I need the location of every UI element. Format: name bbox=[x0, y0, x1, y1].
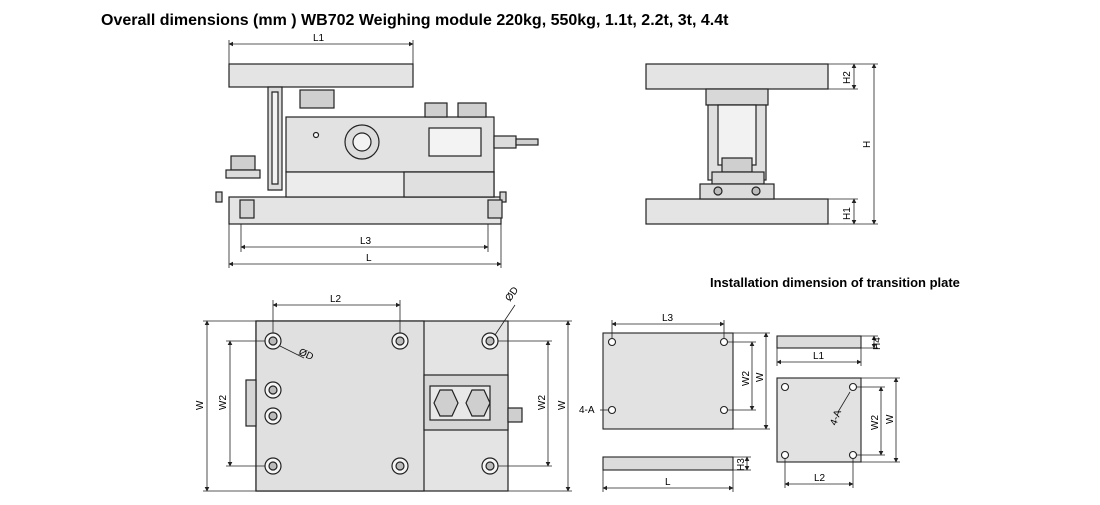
front-dimensions bbox=[228, 40, 502, 268]
mounting-holes bbox=[264, 332, 499, 475]
transition-plate-small-dimensions bbox=[776, 335, 900, 488]
transition-plate-small bbox=[776, 335, 862, 463]
transition-plate-main bbox=[602, 332, 734, 471]
dim-label-W2-plate: W2 bbox=[741, 371, 752, 386]
side-top-plate bbox=[645, 63, 829, 90]
dim-label-W-plate: W bbox=[755, 372, 766, 382]
dim-label-W-left: W bbox=[195, 400, 206, 410]
dim-label-L3: L3 bbox=[360, 236, 372, 247]
dim-label-L3-plate: L3 bbox=[662, 313, 674, 324]
dim-label-W-small: W bbox=[885, 414, 896, 424]
small-plate-top bbox=[776, 377, 862, 463]
dim-label-L: L bbox=[366, 253, 372, 264]
dim-label-L-plate: L bbox=[665, 477, 671, 488]
front-top-plate bbox=[228, 63, 414, 88]
dim-label-H2: H2 bbox=[842, 71, 853, 84]
dim-label-L1: L1 bbox=[313, 33, 325, 44]
dim-label-L2-top: L2 bbox=[330, 294, 342, 305]
dim-label-H4: H4 bbox=[872, 337, 883, 350]
transition-plate-heading: Installation dimension of transition pla… bbox=[710, 275, 960, 290]
front-view bbox=[215, 63, 539, 225]
top-view bbox=[245, 320, 523, 492]
front-base-plate bbox=[228, 196, 502, 225]
page-title: Overall dimensions (mm ) WB702 Weighing … bbox=[101, 12, 729, 29]
dim-label-W2-right: W2 bbox=[537, 395, 548, 410]
dim-label-W2-small: W2 bbox=[870, 415, 881, 430]
dim-label-H: H bbox=[862, 141, 873, 148]
dim-label-L1-plate: L1 bbox=[813, 351, 825, 362]
small-plate-side bbox=[776, 335, 862, 349]
side-base-plate bbox=[645, 198, 829, 225]
dim-label-W-right: W bbox=[557, 400, 568, 410]
dim-label-OD-outer: ØD bbox=[503, 285, 521, 304]
dim-label-4A-small: 4-A bbox=[828, 408, 844, 427]
dim-label-W2-left: W2 bbox=[218, 395, 229, 410]
dim-label-H3: H3 bbox=[736, 458, 747, 471]
transition-plate-main-dimensions bbox=[600, 320, 770, 492]
dim-label-H1: H1 bbox=[842, 207, 853, 220]
side-dimensions bbox=[828, 63, 878, 225]
top-view-dimensions bbox=[203, 300, 572, 492]
dim-label-L2-small: L2 bbox=[814, 473, 826, 484]
side-view bbox=[645, 63, 829, 225]
transition-plate-side bbox=[602, 456, 734, 471]
dim-label-4A-plate: 4-A bbox=[579, 405, 595, 416]
